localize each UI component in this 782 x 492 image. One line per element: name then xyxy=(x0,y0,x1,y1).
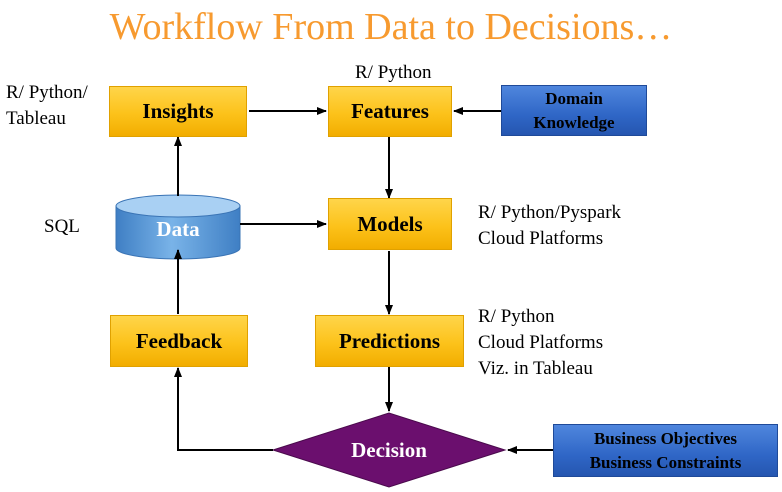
models-tools-line-2: Cloud Platforms xyxy=(478,228,604,249)
models-box: Models xyxy=(328,198,452,250)
predictions-tools-line-3: Viz. in Tableau xyxy=(478,358,593,379)
predictions-tools-line-2: Cloud Platforms xyxy=(478,332,604,353)
domain-knowledge-box: Domain Knowledge xyxy=(501,85,647,136)
insights-tools-line-1: R/ Python/ xyxy=(6,82,88,103)
predictions-box: Predictions xyxy=(315,315,464,367)
features-box: Features xyxy=(328,86,452,137)
domain-knowledge-line-2: Knowledge xyxy=(533,112,615,132)
data-label: Data xyxy=(156,216,200,241)
business-box: Business Objectives Business Constraints xyxy=(553,424,778,477)
decision-label: Decision xyxy=(351,437,427,462)
predictions-tools: R/ Python Cloud Platforms Viz. in Tablea… xyxy=(478,304,603,382)
insights-box: Insights xyxy=(109,86,247,137)
feedback-box: Feedback xyxy=(110,315,248,367)
insights-tools-line-2: Tableau xyxy=(6,108,66,129)
domain-knowledge-line-1: Domain xyxy=(545,88,603,108)
arrow-decision-to-feedback xyxy=(174,367,273,451)
models-tools: R/ Python/Pyspark Cloud Platforms xyxy=(478,200,621,252)
features-tools: R/ Python xyxy=(355,62,432,83)
insights-tools: R/ Python/ Tableau xyxy=(6,80,88,132)
predictions-tools-line-1: R/ Python xyxy=(478,306,555,327)
decision-diamond xyxy=(271,412,507,488)
models-tools-line-1: R/ Python/Pyspark xyxy=(478,202,622,223)
business-objectives-text: Business Objectives xyxy=(593,428,738,448)
business-constraints-text: Business Constraints xyxy=(589,452,742,472)
data-tools: SQL xyxy=(44,216,80,237)
page-title: Workflow From Data to Decisions… xyxy=(109,6,673,48)
